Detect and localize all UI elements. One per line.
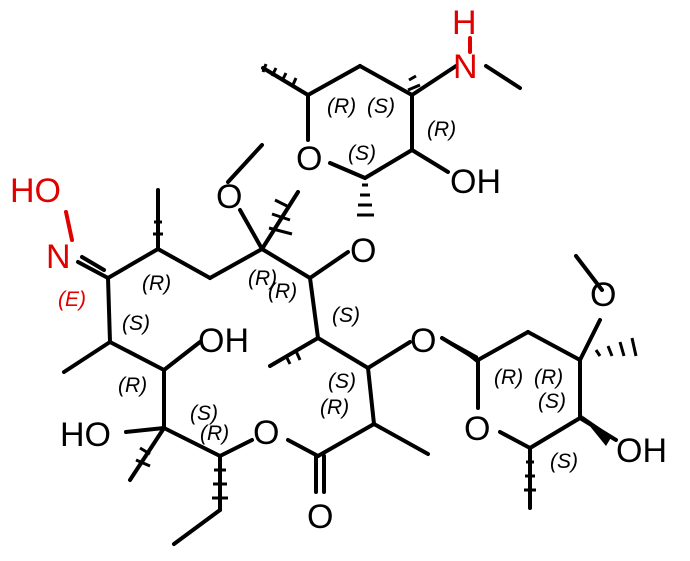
wedge-bond (580, 414, 612, 446)
stereo-label-e: (E) (58, 288, 86, 311)
right-sugar-hashes (524, 337, 638, 492)
sugar1-ring-oxygen: O (296, 140, 322, 178)
stereo-label: (S) (550, 450, 578, 473)
stereo-label: (R) (327, 95, 356, 118)
stereo-label: (R) (268, 280, 297, 303)
stereo-label: (S) (367, 95, 395, 118)
methoxy-oxygen-right: O (590, 276, 616, 314)
c6-hydroxyl: OH (198, 322, 249, 360)
stereo-label: (R) (320, 396, 349, 419)
oxime-nitrogen: N (46, 238, 71, 276)
stereo-label: (R) (200, 422, 229, 445)
stereo-label: (R) (142, 272, 171, 295)
stereo-label: (R) (248, 267, 277, 290)
macrolide-bonds (62, 143, 430, 546)
top-sugar-bonds (261, 64, 522, 180)
oxime-hydroxyl: HO (10, 172, 61, 210)
stereo-label: (S) (348, 142, 376, 165)
stereo-label: (S) (328, 370, 356, 393)
sugar1-hydroxyl: OH (450, 163, 501, 201)
stereo-label: (S) (122, 312, 150, 335)
glycosidic-oxygen-1: O (350, 232, 376, 270)
wedge-bond (442, 336, 478, 364)
glycosidic-oxygen-2: O (410, 322, 436, 360)
stereo-label: (R) (534, 366, 563, 389)
stereo-label: (S) (332, 304, 360, 327)
carbonyl-oxygen: O (307, 498, 333, 536)
stereo-label: (S) (538, 390, 566, 413)
lactone-oxygen: O (253, 414, 279, 452)
stereo-label: (S) (190, 402, 218, 425)
top-sugar-hashes (261, 63, 421, 217)
nh-nitrogen: N (453, 48, 478, 86)
c12-hydroxyl: HO (60, 416, 111, 454)
stereo-label: (R) (494, 366, 523, 389)
macrolide-hashes (135, 198, 302, 500)
sugar2-ring-oxygen: O (464, 410, 490, 448)
stereo-label: (R) (118, 374, 147, 397)
nh-hydrogen: H (452, 4, 477, 42)
stereo-label: (R) (427, 118, 456, 141)
sugar2-hydroxyl: OH (616, 432, 667, 470)
methoxy-oxygen-top: O (216, 178, 242, 216)
